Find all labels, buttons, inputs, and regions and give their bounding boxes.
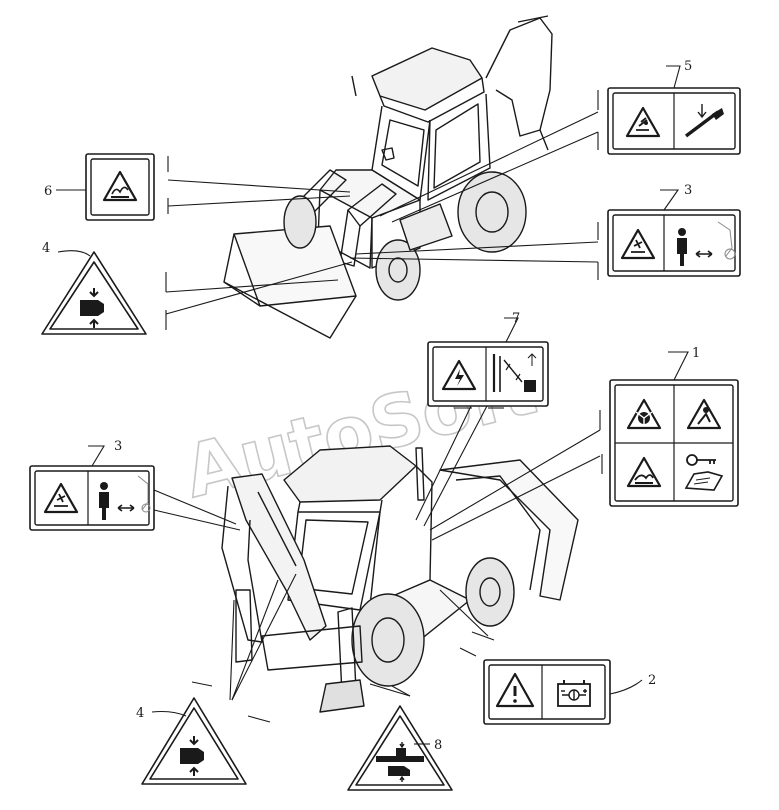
key-and-manual-icon [684,454,724,491]
decal-7 [427,341,549,407]
callout-6: 6 [44,184,52,199]
battery-disconnect-icon [557,680,591,707]
hot-fluid-warning-icon [626,456,662,488]
callout-1: 1 [692,346,700,361]
decal-5 [607,87,741,155]
machine-top-illustration [223,15,553,339]
double-arrow-icon [117,504,135,512]
callout-3-left: 3 [114,439,122,454]
callout-7: 7 [512,311,520,326]
crush-hand-icon [180,736,204,776]
falling-object-warning-icon [625,106,661,138]
decal-8 [347,705,453,791]
callout-3-top: 3 [684,183,692,198]
decal-3-left [29,465,155,531]
callout-2: 2 [648,673,656,688]
decal-6 [85,153,155,221]
operator-crush-warning-icon [686,398,722,430]
decal-4-top [41,251,147,335]
callout-8: 8 [434,738,442,753]
decal-3-top [607,209,741,277]
machine-outline-icon [137,475,151,513]
decal-4-bottom [141,697,247,785]
keep-distance-person-icon [677,228,687,266]
overhead-line-clearance-icon [492,353,537,392]
crush-body-icon [376,742,424,782]
callout-4-top: 4 [42,241,50,256]
run-over-warning-icon [43,482,79,514]
decal-1 [609,379,739,507]
general-warning-icon [495,672,535,708]
leader-lines [153,111,601,701]
double-arrow-icon [695,250,713,258]
machine-outline-icon [717,221,736,260]
electric-hazard-icon [441,359,477,391]
run-over-warning-icon [620,228,656,260]
callout-5: 5 [684,59,692,74]
fan-entanglement-warning-icon [626,398,662,430]
machine-bottom-illustration [221,445,579,713]
keep-distance-person-icon [99,482,109,520]
callout-4-bottom: 4 [136,706,144,721]
hot-surface-warning-icon [102,170,138,202]
lock-pin-icon [684,104,724,138]
crush-hand-icon [80,288,104,328]
decal-2 [483,659,611,725]
